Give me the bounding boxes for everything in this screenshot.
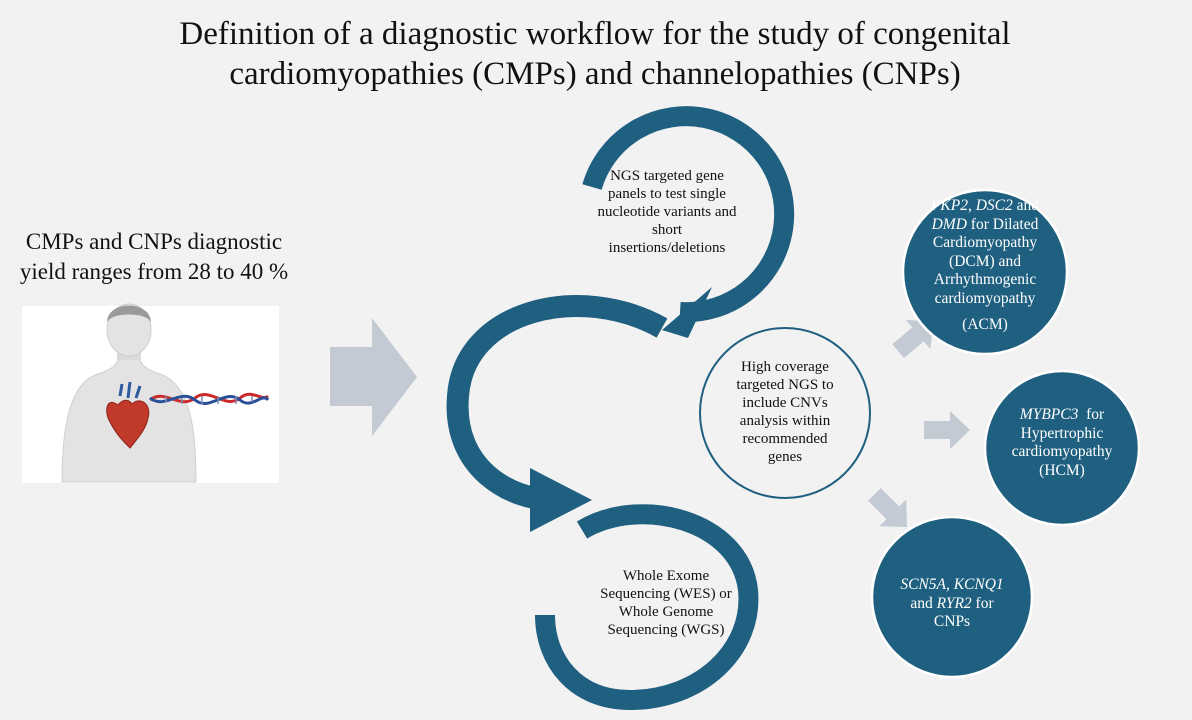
- loop-to-wes-arrowhead: [530, 468, 592, 532]
- ngs-to-loop-arrowhead: [662, 287, 712, 338]
- yield-line-1: CMPs and CNPs diagnostic: [25, 229, 283, 254]
- cnps-text: SCN5A, KCNQ1 and RYR2 for CNPs: [884, 576, 1020, 632]
- gene-scn5a: SCN5A: [900, 576, 946, 593]
- middle-loop-ring: [446, 295, 668, 511]
- yield-line-2: yield ranges from 28 to 40 %: [19, 259, 289, 284]
- title-line-1: Definition of a diagnostic workflow for …: [179, 16, 1011, 52]
- wes-wgs-text: Whole Exome Sequencing (WES) or Whole Ge…: [578, 567, 754, 639]
- wes-wgs-ring: [535, 504, 759, 711]
- human-heart-illustration: [61, 303, 197, 483]
- hc-line-4: analysis within: [739, 413, 831, 429]
- dcm-acm-text: PKP2, DSC2 and DMD for Dilated Cardiomyo…: [916, 197, 1054, 335]
- hcm-line-1-rest: for: [1078, 406, 1105, 423]
- wes-line-2: Sequencing (WES) or: [600, 586, 732, 602]
- hcm-line-1: MYBPC3 for: [1000, 406, 1124, 425]
- arrow-to-cnps: [868, 488, 907, 527]
- cnps-circle: [870, 515, 1034, 679]
- hc-line-1: High coverage: [741, 359, 829, 375]
- dna-helix-icon: [149, 392, 270, 405]
- ngs-line-4: short: [652, 222, 682, 238]
- diagnostic-yield-text: CMPs and CNPs diagnostic yield ranges fr…: [0, 227, 308, 287]
- hcm-line-4: (HCM): [1039, 461, 1085, 479]
- dcm-line-6: cardiomyopathy: [934, 289, 1036, 307]
- dcm-line-abbr: (ACM): [962, 316, 1008, 333]
- cnps-line-2-pre: and: [910, 594, 937, 612]
- cnps-sep-1: ,: [945, 576, 954, 593]
- gene-mybpc3: MYBPC3: [1019, 406, 1079, 423]
- dcm-line-1: PKP2, DSC2 and: [916, 197, 1054, 216]
- dcm-line-2-rest: for Dilated: [966, 215, 1039, 233]
- hc-line-5: recommended: [742, 431, 828, 447]
- hcm-line-2: Hypertrophic: [1020, 424, 1104, 442]
- ngs-line-5: insertions/deletions: [608, 240, 726, 256]
- hc-line-3: include CNVs: [742, 395, 828, 411]
- hcm-line-3: cardiomyopathy: [1011, 443, 1113, 460]
- wes-line-3: Whole Genome: [618, 604, 714, 620]
- wes-line-4: Sequencing (WGS): [607, 622, 725, 638]
- hc-line-6: genes: [767, 449, 803, 465]
- cnps-line-2-rest: for: [971, 594, 994, 612]
- arrow-to-dcm-acm: [892, 319, 934, 359]
- page-title: Definition of a diagnostic workflow for …: [60, 14, 1130, 94]
- dcm-line-3: Cardiomyopathy: [932, 234, 1038, 251]
- high-coverage-text: High coverage targeted NGS to include CN…: [712, 358, 858, 466]
- dcm-sep-2: and: [1012, 197, 1040, 214]
- gene-dmd: DMD: [931, 215, 967, 233]
- title-line-2: cardiomyopathies (CMPs) and channelopath…: [229, 56, 961, 92]
- dcm-sep-1: ,: [967, 197, 976, 214]
- gene-kcnq1: KCNQ1: [953, 576, 1004, 593]
- ngs-line-2: panels to test single: [608, 186, 726, 202]
- cnps-line-2: and RYR2 for: [884, 595, 1020, 614]
- ngs-line-3: nucleotide variants and: [597, 204, 737, 220]
- cnps-line-3: CNPs: [933, 613, 971, 630]
- gene-pkp2: PKP2: [930, 197, 968, 214]
- gene-dsc2: DSC2: [975, 197, 1013, 214]
- hcm-text: MYBPC3 for Hypertrophic cardiomyopathy (…: [1000, 406, 1124, 480]
- dcm-line-5: Arrhythmogenic: [933, 271, 1037, 288]
- hcm-circle: [983, 369, 1141, 527]
- dcm-acm-circle: [901, 188, 1069, 356]
- ngs-line-1: NGS targeted gene: [610, 168, 724, 184]
- arrow-to-hcm: [924, 411, 970, 449]
- main-flow-arrow: [330, 318, 417, 436]
- high-coverage-circle: [699, 327, 871, 499]
- gene-ryr2: RYR2: [936, 594, 972, 612]
- ngs-panels-text: NGS targeted gene panels to test single …: [572, 167, 762, 257]
- cnps-line-1: SCN5A, KCNQ1: [884, 576, 1020, 595]
- wes-line-1: Whole Exome: [622, 568, 710, 584]
- hc-line-2: targeted NGS to: [736, 377, 834, 393]
- dcm-line-2: DMD for Dilated: [916, 216, 1054, 235]
- dcm-line-4: (DCM) and: [949, 252, 1021, 270]
- ngs-panels-ring: [582, 106, 795, 323]
